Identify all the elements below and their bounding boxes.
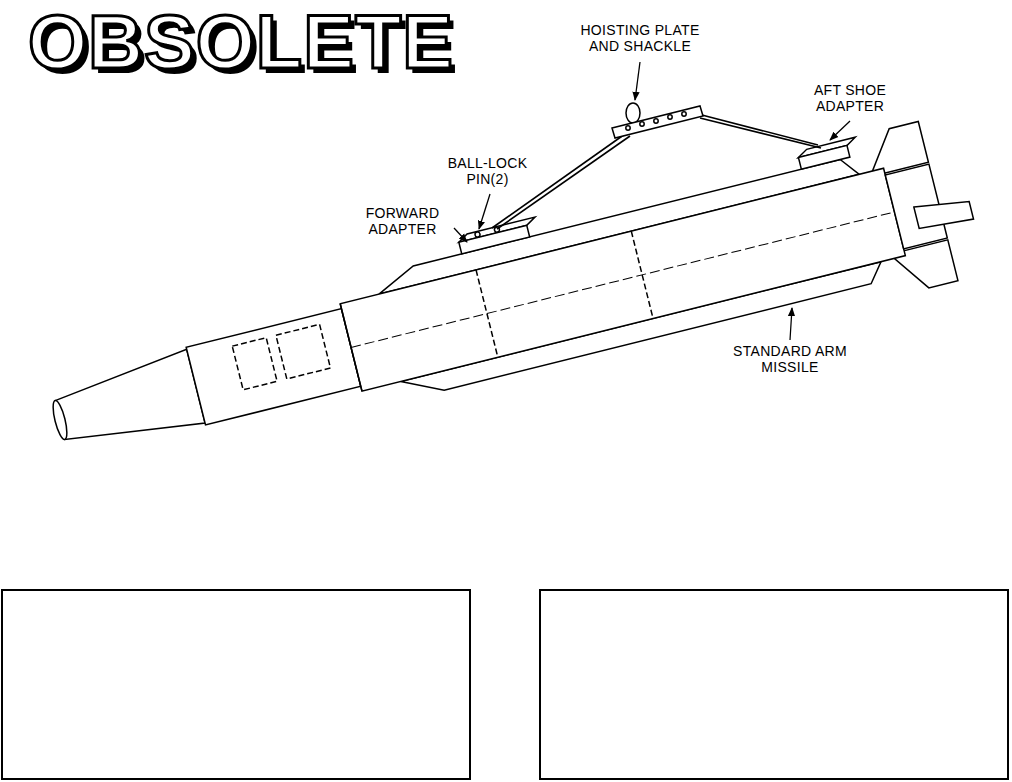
guidance-section [186,309,361,425]
sling [492,114,821,229]
leader-line [454,228,467,242]
shackle [626,103,640,123]
tail-fin [914,194,974,233]
leader-line [635,62,640,100]
plate-hole [640,122,644,126]
leader-line [479,194,490,229]
access-panel [276,324,331,379]
access-panel [232,338,277,390]
sling-cable [698,114,818,145]
part-label: AFT SHOE ADAPTER [800,82,900,114]
sling-cable [700,118,821,148]
plate-hole [626,126,630,130]
blank-box [540,590,1008,779]
missile-body [35,114,987,501]
plate-hole [654,119,658,123]
leader-line [830,121,850,140]
motor-section [340,168,905,391]
part-label: STANDARD ARM MISSILE [720,343,860,375]
part-label: HOISTING PLATE AND SHACKLE [570,22,710,54]
sling-cable [497,136,630,229]
hoisting-plate [612,103,703,138]
leader-lines [454,62,850,340]
nose-tip [50,399,69,440]
part-label: BALL-LOCK PIN(2) [440,155,535,187]
nose-cone [51,349,205,457]
watermark: OBSOLETE [28,4,454,80]
plate-hole [682,112,686,116]
part-label: FORWARD ADAPTER [355,205,450,237]
leader-line [790,308,792,340]
ball-lock-pin [474,231,480,237]
plate-hole [668,115,672,119]
sling-cable [492,134,625,228]
blank-box [2,590,470,779]
hoisting-plate [612,106,703,138]
forward-adapter [459,225,530,254]
aft-shoe-adapter [798,145,849,169]
